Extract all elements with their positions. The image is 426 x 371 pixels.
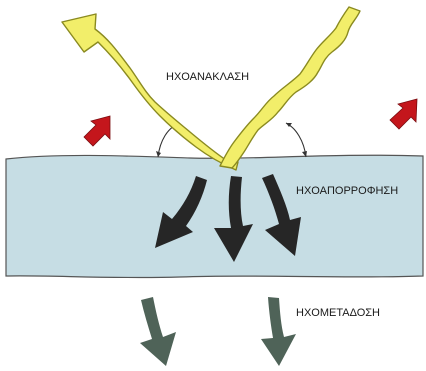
transmission-arrow-right-icon — [261, 297, 296, 366]
absorbing-wall — [6, 155, 423, 277]
reflected-wave-arrow-icon — [62, 14, 238, 170]
transmission-label: ΗΧΟΜΕΤΑΔΟΣΗ — [296, 307, 380, 319]
reflection-label: ΗΧΟΑΝΑΚΛΑΣΗ — [166, 71, 249, 83]
transmission-arrow-left-icon — [140, 297, 176, 366]
red-arrow-left-icon — [84, 116, 110, 146]
angle-arc-right-icon — [286, 123, 307, 157]
incident-wave-icon — [220, 7, 360, 168]
absorption-label: ΗΧΟΑΠΟΡΡΟΦΗΣΗ — [296, 185, 398, 197]
red-arrow-right-icon — [390, 99, 417, 129]
